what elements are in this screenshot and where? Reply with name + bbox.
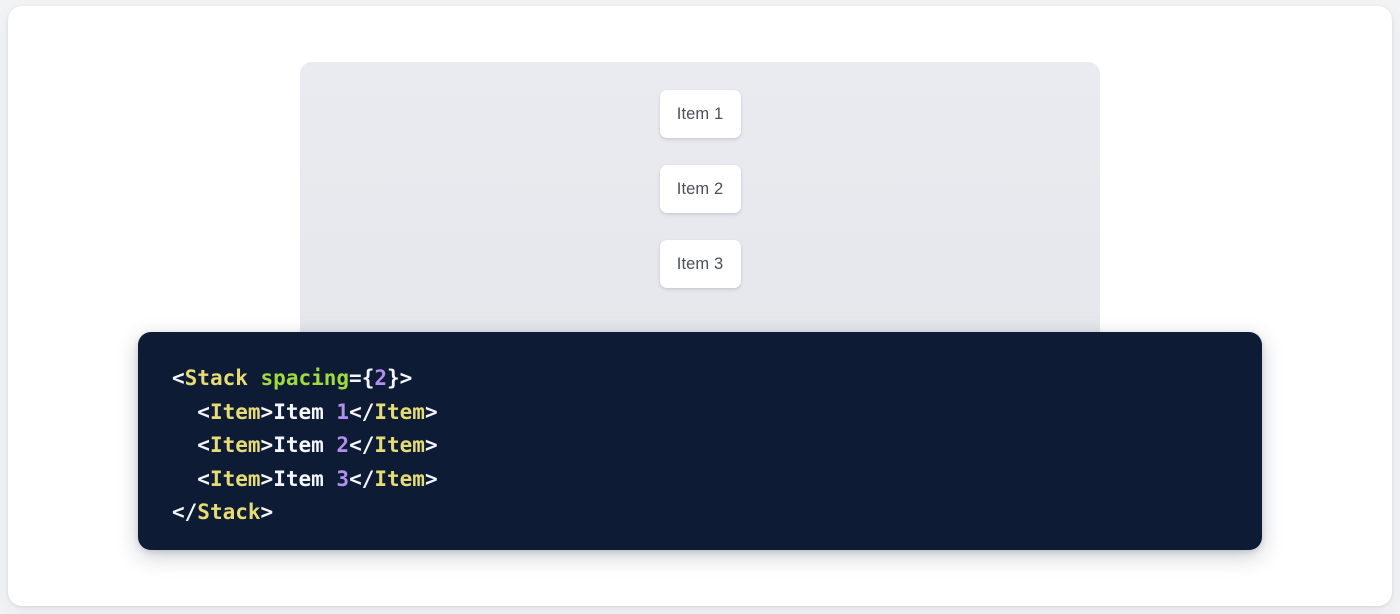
code-token-punct: }>	[387, 366, 413, 390]
code-token-punct: ={	[349, 366, 375, 390]
code-token-punct: <	[197, 466, 210, 491]
code-snippet-panel: <Stack spacing={2}> <Item>Item 1</Item> …	[138, 332, 1262, 550]
code-token-num: 1	[336, 399, 350, 424]
stack-item[interactable]: Item 2	[659, 165, 741, 213]
component-preview-panel: Item 1 Item 2 Item 3	[300, 62, 1100, 352]
code-token-punct: >	[260, 466, 274, 491]
code-token-tag: Item	[374, 466, 425, 491]
code-token-num: 2	[336, 433, 350, 458]
code-token-tag: Stack	[184, 366, 248, 390]
code-token-num: 3	[336, 466, 350, 491]
stack-container: Item 1 Item 2 Item 3	[300, 90, 1100, 288]
code-token-punct: >	[424, 433, 438, 458]
stack-item[interactable]: Item 3	[659, 240, 741, 288]
code-token-tag: Item	[209, 466, 261, 491]
code-token-num: 2	[374, 366, 387, 390]
code-snippet: <Stack spacing={2}> <Item>Item 1</Item> …	[172, 362, 1262, 530]
code-token-punct: <	[197, 433, 210, 458]
code-token-punct: >	[260, 399, 274, 424]
code-token-text: Item	[273, 399, 337, 424]
code-token-tag: Item	[209, 399, 261, 424]
code-token-punct: <	[197, 399, 210, 424]
code-token-attr: spacing	[260, 366, 350, 390]
code-token-punct: </	[349, 433, 375, 458]
code-line: </Stack>	[172, 500, 273, 524]
code-token-tag: Item	[209, 433, 261, 458]
code-line: <Item>Item 3</Item>	[172, 466, 438, 491]
code-token-text: Item	[273, 433, 337, 458]
code-token-punct: </	[172, 500, 198, 525]
code-line: <Stack spacing={2}>	[172, 366, 412, 390]
code-token-tag: Item	[374, 433, 425, 458]
code-token-tag: Item	[374, 399, 425, 424]
code-token-punct: >	[424, 399, 438, 424]
code-token-punct: </	[349, 466, 375, 491]
code-token-tag: Stack	[197, 500, 261, 525]
code-token-punct	[248, 366, 261, 390]
code-token-punct: </	[349, 399, 375, 424]
code-token-text: Item	[273, 466, 337, 491]
code-line: <Item>Item 1</Item>	[172, 399, 438, 424]
code-token-punct: <	[172, 366, 185, 390]
code-token-punct: >	[424, 466, 438, 491]
code-token-punct: >	[260, 500, 274, 525]
code-line: <Item>Item 2</Item>	[172, 433, 438, 458]
code-token-punct: >	[260, 433, 274, 458]
stack-item[interactable]: Item 1	[659, 90, 741, 138]
